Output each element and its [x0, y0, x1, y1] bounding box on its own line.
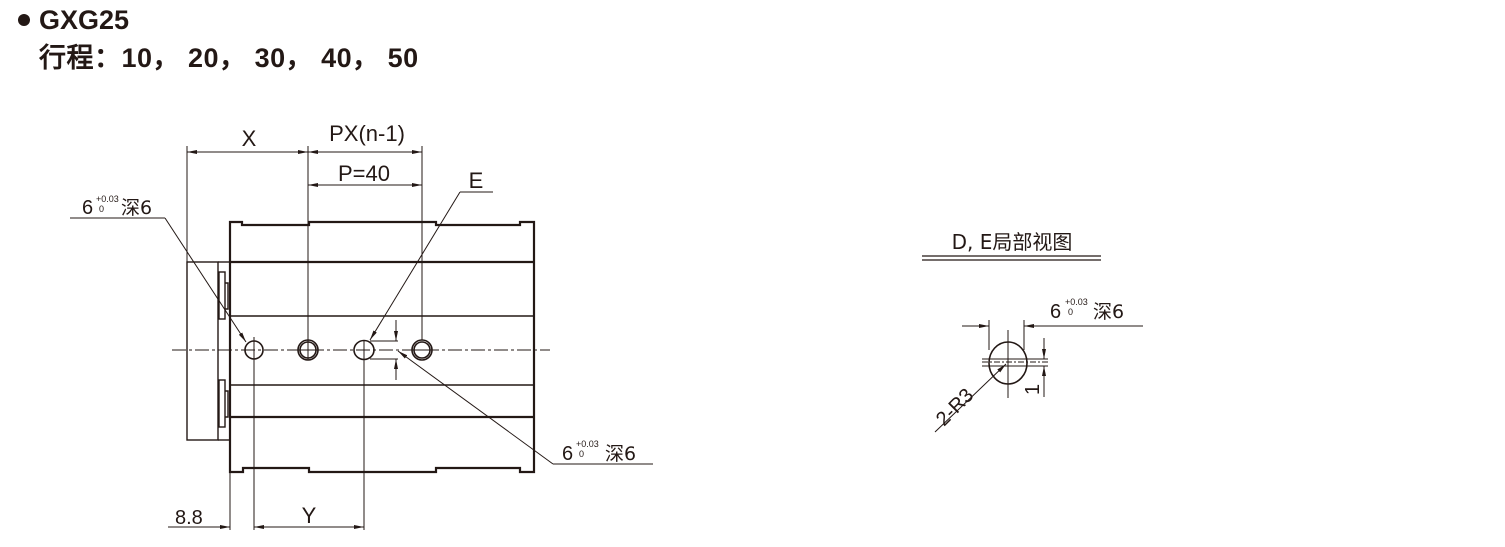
- svg-text:0: 0: [1068, 307, 1073, 317]
- main-view-labels: X PX(n-1) P=40 E 6 +0.03 0 深6 6 +0.03 0 …: [82, 121, 636, 529]
- svg-text:深6: 深6: [121, 197, 152, 219]
- main-view: [70, 146, 653, 530]
- dim-x-label: X: [242, 126, 257, 151]
- detail-view: D, E局部视图 6 +0.03 0 深6: [922, 230, 1143, 433]
- svg-text:0: 0: [99, 204, 104, 214]
- dim-offset-label: 8.8: [175, 507, 203, 529]
- hole-spec-left: 6 +0.03 0 深6: [82, 194, 152, 219]
- radius-label: 2-R3: [932, 384, 978, 430]
- bullet-icon: [18, 14, 30, 26]
- svg-text:+0.03: +0.03: [576, 439, 599, 449]
- hole-spec-right: 6 +0.03 0 深6: [562, 439, 636, 465]
- detail-hole-spec: 6 +0.03 0 深6: [1050, 297, 1124, 323]
- svg-text:+0.03: +0.03: [96, 194, 119, 204]
- detail-title: D, E局部视图: [952, 230, 1073, 254]
- svg-text:6: 6: [1050, 301, 1061, 323]
- svg-text:深6: 深6: [1093, 301, 1124, 323]
- dim-pitch-total-label: PX(n-1): [329, 121, 405, 146]
- dim-y-label: Y: [302, 503, 317, 528]
- cylinder-body: [228, 220, 536, 474]
- svg-text:+0.03: +0.03: [1065, 297, 1088, 307]
- title-block: GXG25 行程：10， 20， 30， 40， 50: [14, 2, 419, 78]
- offset-label: 1: [1022, 384, 1044, 395]
- svg-text:深6: 深6: [605, 443, 636, 465]
- svg-text:0: 0: [579, 449, 584, 459]
- detail-callout-e: E: [469, 168, 484, 193]
- svg-text:6: 6: [562, 443, 573, 465]
- stroke-list: 行程：10， 20， 30， 40， 50: [39, 43, 419, 73]
- model-name: GXG25: [39, 5, 130, 35]
- svg-text:6: 6: [82, 197, 93, 219]
- end-plate: [186, 261, 230, 441]
- model-heading: GXG25: [14, 2, 419, 38]
- dim-pitch-label: P=40: [338, 161, 390, 186]
